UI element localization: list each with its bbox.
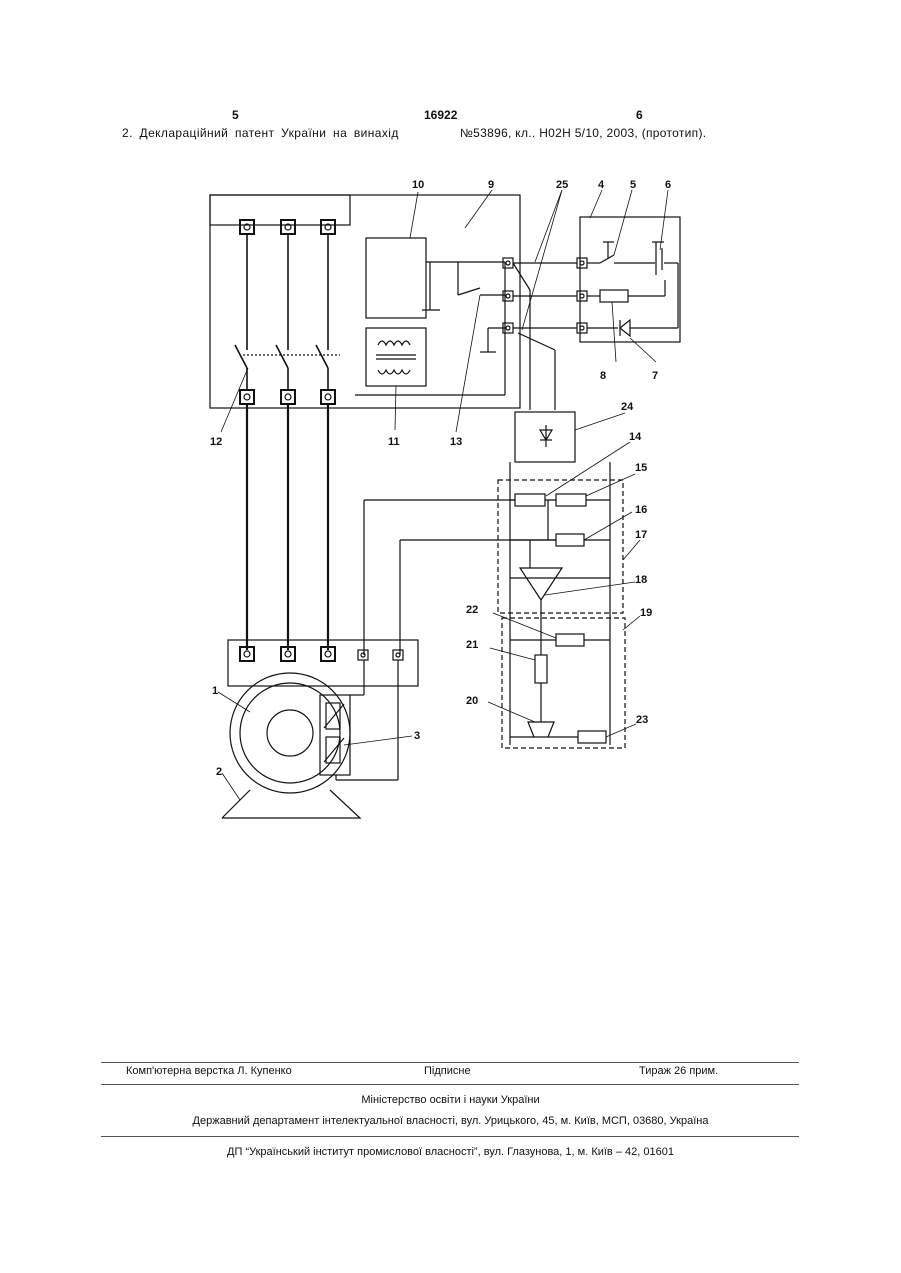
resistor-22	[556, 634, 584, 646]
resistor-23	[578, 731, 606, 743]
label-14: 14	[629, 431, 642, 443]
coil-8	[600, 290, 628, 302]
label-9: 9	[488, 179, 494, 191]
footer-institute: ДП “Український інститут промислової вла…	[0, 1146, 901, 1158]
resistor-14	[515, 494, 545, 506]
label-4: 4	[598, 179, 605, 191]
label-8: 8	[600, 370, 606, 382]
comparator-18	[520, 568, 562, 600]
footer-rule-1	[101, 1062, 799, 1063]
label-23: 23	[636, 714, 648, 726]
footer-rule-2	[101, 1084, 799, 1085]
cabinet-9	[210, 195, 520, 408]
label-22: 22	[466, 604, 478, 616]
label-17: 17	[635, 529, 647, 541]
label-18: 18	[635, 574, 647, 586]
block-10	[366, 238, 426, 318]
label-24: 24	[621, 401, 634, 413]
label-25: 25	[556, 179, 568, 191]
label-20: 20	[466, 695, 478, 707]
label-16: 16	[635, 504, 647, 516]
label-6: 6	[665, 179, 671, 191]
label-12: 12	[210, 436, 222, 448]
label-15: 15	[635, 462, 647, 474]
footer-rule-3	[101, 1136, 799, 1137]
footer-circulation: Тираж 26 прим.	[639, 1065, 718, 1077]
label-5: 5	[630, 179, 636, 191]
rectifier-24	[515, 412, 575, 462]
label-19: 19	[640, 607, 652, 619]
resistor-16	[556, 534, 584, 546]
thyristor-20	[528, 722, 554, 737]
label-2: 2	[216, 766, 222, 778]
base-2	[222, 790, 360, 818]
label-3: 3	[414, 730, 420, 742]
label-13: 13	[450, 436, 462, 448]
terminals-top	[240, 220, 335, 234]
label-1: 1	[212, 685, 218, 697]
label-10: 10	[412, 179, 424, 191]
label-21: 21	[466, 639, 478, 651]
footer-department: Державний департамент інтелектуальної вл…	[0, 1115, 901, 1127]
footer-ministry: Міністерство освіти і науки України	[0, 1094, 901, 1106]
resistor-15	[556, 494, 586, 506]
transformer-11	[366, 328, 426, 386]
label-7: 7	[652, 370, 658, 382]
footer-layout: Комп'ютерна верстка Л. Купенко	[126, 1065, 292, 1077]
footer-signed: Підписне	[424, 1065, 471, 1077]
label-11: 11	[388, 436, 400, 448]
resistor-21	[535, 655, 547, 683]
